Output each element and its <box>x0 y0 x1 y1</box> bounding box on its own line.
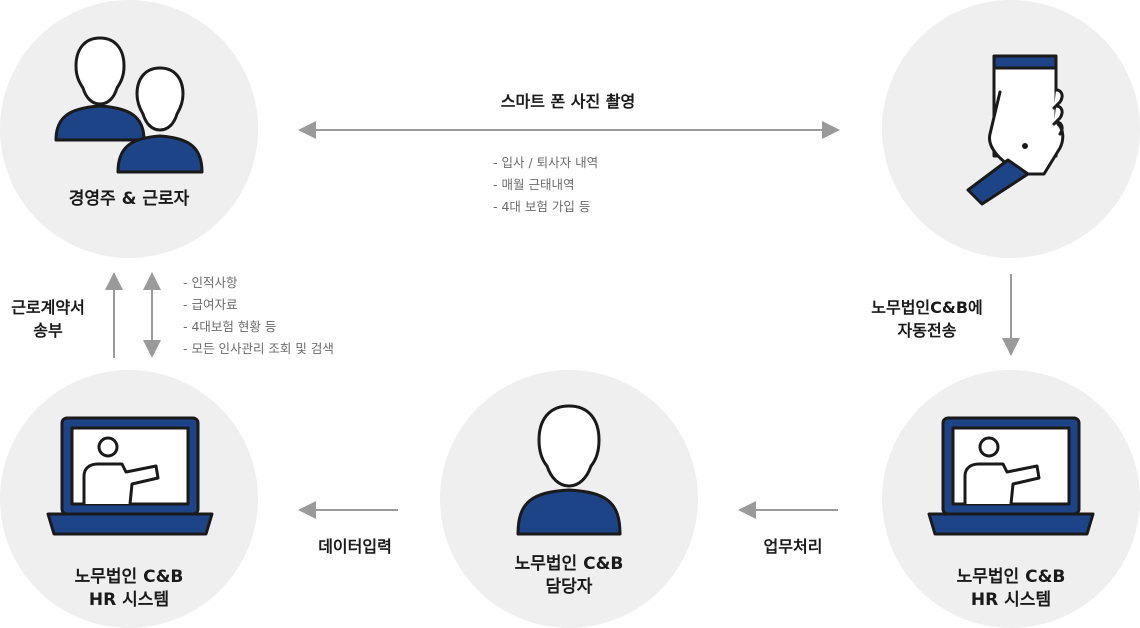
left-note-item: - 모든 인사관리 조회 및 검색 <box>183 341 334 356</box>
right-down-arrow <box>1002 274 1020 356</box>
left-edge-label-line2: 송부 <box>33 321 63 340</box>
left-up-arrow <box>105 272 123 358</box>
top-edge-label-text: 스마트 폰 사진 촬영 <box>500 92 636 111</box>
hr-right-label-line2: HR 시스템 <box>970 590 1052 610</box>
left-note-item: - 인적사항 <box>183 275 238 290</box>
top-notes: - 입사 / 퇴사자 내역 - 매월 근태내역 - 4대 보험 가입 등 <box>493 152 598 218</box>
staff-label: 노무법인 C&B 담당자 <box>469 553 669 599</box>
left-edge-label: 근로계약서 송부 <box>6 296 90 342</box>
right-edge-label-line1: 노무법인C&B에 <box>871 298 983 317</box>
people-icon <box>54 36 204 174</box>
hr-right-label-line1: 노무법인 C&B <box>956 567 1066 587</box>
owner-label-text: 경영주 & 근로자 <box>68 189 190 209</box>
top-note-item: - 매월 근태내역 <box>493 177 575 192</box>
bottom-right-arrow <box>738 501 838 519</box>
top-note-item: - 입사 / 퇴사자 내역 <box>493 155 599 170</box>
right-edge-label-line2: 자동전송 <box>897 321 957 340</box>
top-double-arrow <box>298 121 840 139</box>
bottom-left-edge-label-text: 데이터입력 <box>318 537 392 556</box>
top-note-item: - 4대 보험 가입 등 <box>493 199 591 214</box>
hr-right-label: 노무법인 C&B HR 시스템 <box>911 566 1111 612</box>
top-edge-label: 스마트 폰 사진 촬영 <box>468 90 668 113</box>
person-icon <box>516 404 622 536</box>
left-note-item: - 4대보험 현황 등 <box>183 319 277 334</box>
right-edge-label: 노무법인C&B에 자동전송 <box>862 296 992 342</box>
staff-label-line2: 담당자 <box>545 577 593 597</box>
left-edge-label-line1: 근로계약서 <box>11 298 85 317</box>
hr-left-label-line1: 노무법인 C&B <box>74 567 184 587</box>
left-double-arrow <box>143 272 161 358</box>
smartphone-hand-icon <box>966 54 1065 206</box>
bottom-left-edge-label: 데이터입력 <box>300 535 410 558</box>
left-note-item: - 급여자료 <box>183 297 238 312</box>
laptop-icon-left <box>46 416 214 536</box>
bottom-right-edge-label-text: 업무처리 <box>763 537 823 556</box>
left-notes: - 인적사항 - 급여자료 - 4대보험 현황 등 - 모든 인사관리 조회 및… <box>183 272 334 360</box>
hr-left-label: 노무법인 C&B HR 시스템 <box>29 566 229 612</box>
bottom-right-edge-label: 업무처리 <box>738 535 848 558</box>
bottom-left-arrow <box>298 501 398 519</box>
staff-label-line1: 노무법인 C&B <box>514 554 624 574</box>
owner-label: 경영주 & 근로자 <box>29 188 229 211</box>
laptop-icon-right <box>927 416 1095 536</box>
hr-left-label-line2: HR 시스템 <box>88 590 170 610</box>
